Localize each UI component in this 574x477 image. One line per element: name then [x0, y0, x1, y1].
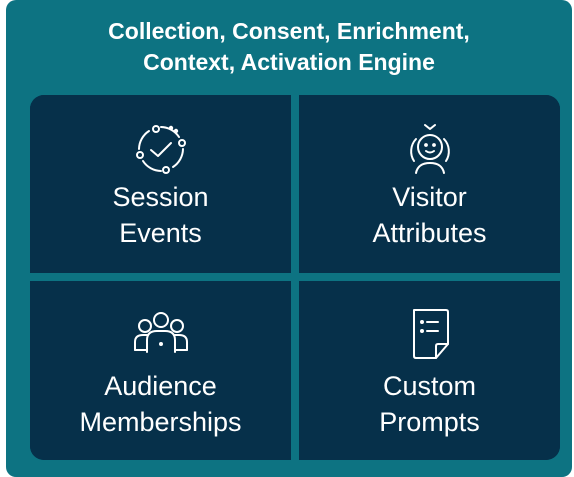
prompt-note-icon	[400, 304, 460, 364]
audience-group-icon	[131, 304, 191, 364]
engine-title-line-1: Collection, Consent, Enrichment,	[108, 18, 470, 44]
engine-panel: Collection, Consent, Enrichment, Context…	[6, 0, 572, 477]
cell-session-events: Session Events	[30, 95, 291, 273]
session-cycle-check-icon	[131, 119, 191, 179]
cell-label-line-2: Memberships	[79, 407, 242, 437]
cell-label-line-1: Audience	[104, 371, 217, 401]
cell-label-line-2: Events	[119, 218, 202, 248]
cell-label-session-events: Session Events	[30, 179, 291, 251]
cell-label-line-2: Attributes	[372, 218, 487, 248]
cell-audience-memberships: Audience Memberships	[30, 281, 291, 460]
cell-label-line-1: Visitor	[392, 182, 467, 212]
cell-label-audience-memberships: Audience Memberships	[30, 368, 291, 440]
capability-grid: Session Events	[30, 95, 560, 460]
cell-label-visitor-attributes: Visitor Attributes	[299, 179, 560, 251]
cell-label-line-1: Custom	[382, 371, 477, 401]
cell-label-custom-prompts: Custom Prompts	[299, 368, 560, 440]
cell-custom-prompts: Custom Prompts	[299, 281, 560, 460]
cell-label-line-1: Session	[112, 182, 209, 212]
cell-visitor-attributes: Visitor Attributes	[299, 95, 560, 273]
engine-title: Collection, Consent, Enrichment, Context…	[6, 16, 572, 78]
cell-label-line-2: Prompts	[379, 407, 480, 437]
grid-divider-horizontal	[30, 273, 560, 281]
visitor-person-icon	[400, 119, 460, 179]
engine-title-line-2: Context, Activation Engine	[143, 49, 435, 75]
